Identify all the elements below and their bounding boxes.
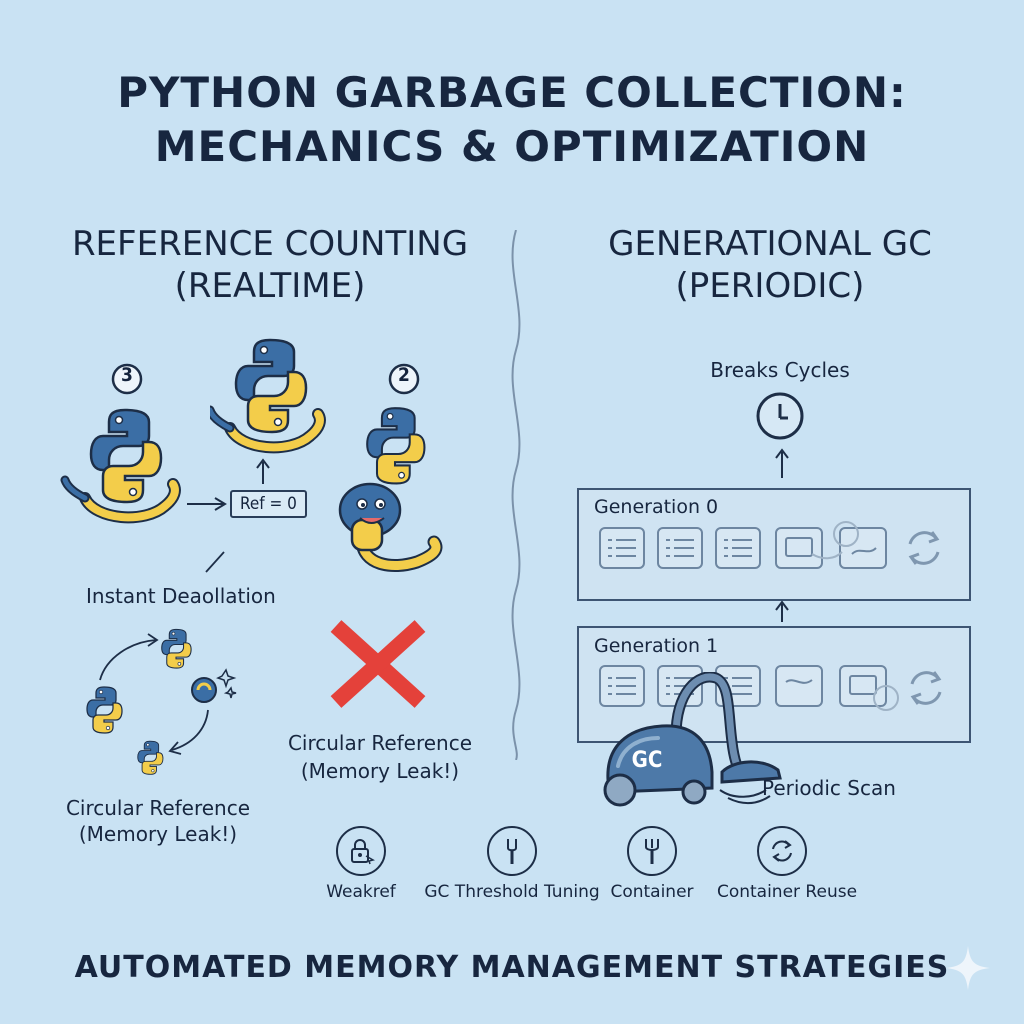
main-title-line1: PYTHON GARBAGE COLLECTION: bbox=[117, 68, 907, 117]
tool-label-gc-threshold: GC Threshold Tuning bbox=[424, 882, 600, 902]
right-heading-line2: (PERIODIC) bbox=[675, 266, 865, 306]
memory-leak-label: (Memory Leak!) bbox=[78, 822, 238, 846]
arrow-up-icon bbox=[775, 448, 789, 478]
tool-label-weakref: Weakref bbox=[326, 882, 396, 902]
ref-zero-box: Ref = 0 bbox=[230, 490, 307, 518]
generation-0-objects bbox=[599, 521, 940, 569]
left-heading-line1: REFERENCE COUNTING bbox=[71, 224, 469, 264]
fork-icon bbox=[645, 839, 659, 864]
gc-vacuum-icon bbox=[603, 672, 782, 807]
connector-line bbox=[205, 551, 225, 573]
periodic-scan-label: Periodic Scan bbox=[762, 776, 896, 800]
count-badge-2-text: 2 bbox=[398, 364, 410, 386]
arrow-up-icon bbox=[256, 458, 270, 484]
count-badge-3 bbox=[111, 363, 143, 395]
instant-deallocation-label: Instant Deaollation bbox=[86, 584, 276, 608]
clock-icon bbox=[756, 392, 804, 440]
tool-label-container-reuse: Container Reuse bbox=[716, 882, 858, 902]
circular-reference-label: Circular Reference bbox=[65, 796, 251, 820]
generation-1-label: Generation 1 bbox=[594, 635, 719, 657]
memory-leak-label-2: (Memory Leak!) bbox=[300, 759, 460, 783]
sparkle-icon bbox=[946, 946, 990, 990]
main-title-line2: MECHANICS & OPTIMIZATION bbox=[154, 122, 870, 171]
recycle-icon bbox=[772, 840, 792, 862]
smiling-snake-icon bbox=[338, 482, 443, 572]
count-badge-2 bbox=[388, 363, 420, 395]
wavy-divider bbox=[511, 230, 521, 760]
container-reuse-tool bbox=[757, 826, 807, 876]
gc-threshold-tool bbox=[487, 826, 537, 876]
generation-1-objects bbox=[599, 665, 942, 711]
right-heading-line1: GENERATIONAL GC bbox=[608, 224, 932, 264]
arrow-up-icon bbox=[775, 600, 789, 622]
circular-reference-label-2: Circular Reference bbox=[287, 731, 473, 755]
generation-0-label: Generation 0 bbox=[594, 496, 719, 518]
footer-title: AUTOMATED MEMORY MANAGEMENT STRATEGIES bbox=[74, 950, 950, 985]
vacuum-gc-text: GC bbox=[631, 748, 663, 773]
count-badge-3-text: 3 bbox=[121, 364, 133, 386]
reference-cycle-diagram bbox=[86, 628, 237, 775]
arrow-right-icon bbox=[187, 497, 227, 511]
tool-label-container: Container bbox=[610, 882, 694, 902]
tuning-fork-icon bbox=[507, 839, 517, 864]
red-cross-icon bbox=[330, 620, 426, 708]
weakref-tool bbox=[336, 826, 386, 876]
padlock-icon bbox=[351, 839, 375, 865]
left-heading-line2: (REALTIME) bbox=[174, 266, 366, 306]
breaks-cycles-label: Breaks Cycles bbox=[710, 358, 850, 382]
python-snake-icon bbox=[60, 408, 190, 530]
container-tool bbox=[627, 826, 677, 876]
python-snake-icon bbox=[210, 338, 330, 460]
